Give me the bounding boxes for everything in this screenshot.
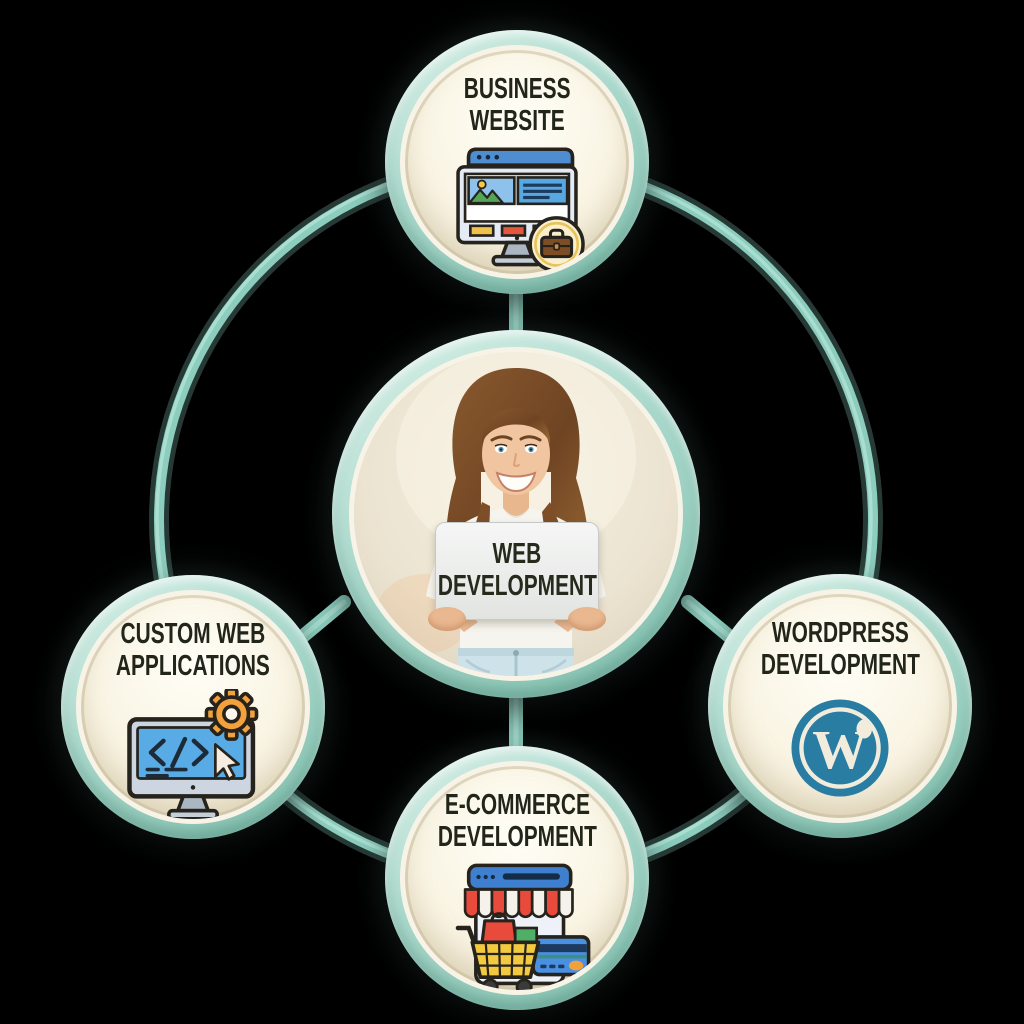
node-business-website: BUSINESS WEBSITE [385, 30, 649, 294]
node-e-commerce-development: E-COMMERCE DEVELOPMENT [385, 746, 649, 1010]
left-hand [428, 607, 466, 631]
briefcase-badge [528, 215, 585, 273]
shopping-cart [455, 911, 541, 990]
laptop-lid: WEB DEVELOPMENT [428, 522, 606, 631]
node-business-website-face: BUSINESS WEBSITE [400, 45, 634, 279]
node-label-line2: APPLICATIONS [116, 649, 270, 682]
credit-card [531, 934, 591, 977]
node-label: WORDPRESS DEVELOPMENT [730, 617, 951, 682]
hub-web-development: WEB DEVELOPMENT [332, 330, 700, 698]
node-e-commerce-development-face: E-COMMERCE DEVELOPMENT [400, 761, 634, 995]
business-website-monitor-briefcase-icon [456, 147, 585, 273]
node-label: CUSTOM WEB APPLICATIONS [86, 618, 300, 683]
node-label-line1: BUSINESS [463, 73, 571, 105]
monitor-code-gear-cursor-icon [127, 688, 259, 819]
right-hand [568, 607, 606, 631]
storefront-cart-credit-card-icon [455, 863, 591, 990]
node-label-line1: CUSTOM WEB [120, 618, 266, 650]
wordpress-w-letter: W [812, 719, 867, 780]
node-custom-web-applications-face: CUSTOM WEB APPLICATIONS [76, 590, 310, 824]
node-label-line1: WORDPRESS [771, 617, 909, 649]
awning [463, 887, 574, 918]
woman-holding-laptop-photo [354, 352, 678, 676]
hub-label-line2: DEVELOPMENT [437, 570, 597, 602]
node-label-line2: DEVELOPMENT [760, 648, 920, 681]
hub-label-line1: WEB [492, 538, 542, 571]
wordpress-logo-icon: W [791, 699, 889, 797]
hub-face: WEB DEVELOPMENT [349, 347, 683, 681]
node-custom-web-applications: CUSTOM WEB APPLICATIONS [61, 575, 325, 839]
node-label-line2: WEBSITE [469, 104, 565, 137]
node-label: BUSINESS WEBSITE [443, 73, 591, 138]
gear-icon [204, 688, 259, 741]
node-wordpress-development-face: WORDPRESS DEVELOPMENT W [723, 589, 957, 823]
node-label-line2: DEVELOPMENT [437, 820, 597, 853]
node-label: E-COMMERCE DEVELOPMENT [407, 789, 628, 854]
node-label-line1: E-COMMERCE [444, 789, 590, 821]
node-wordpress-development: WORDPRESS DEVELOPMENT W [708, 574, 972, 838]
